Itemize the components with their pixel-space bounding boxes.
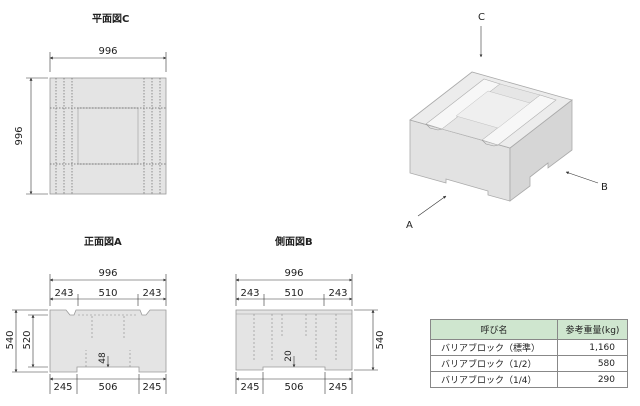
iso-arrow-a [417,195,447,217]
row-weight: 580 [556,355,629,372]
plan-view: 平面図C 996 996 [14,13,167,195]
side-notch-label: 20 [284,350,294,362]
header-name: 呼び名 [430,319,558,340]
front-top-dim-3: 243 [142,288,161,299]
table-row: バリアブロック（1/4） 290 [430,371,629,388]
front-top-dim-1: 243 [54,288,73,299]
iso-label-c: C [478,12,485,23]
row-name: バリアブロック（1/2） [430,355,558,372]
side-top-dim-1: 243 [240,288,259,299]
side-block-outline [235,309,353,371]
side-top-dim-3: 243 [328,288,347,299]
table-header-row: 呼び名 参考重量(kg) [430,319,629,340]
side-total-width-label: 996 [284,268,303,279]
plan-block-outline [49,77,167,195]
isometric-view: C A B [406,12,608,231]
weight-table: 呼び名 参考重量(kg) バリアブロック（標準） 1,160 バリアブロック（1… [430,319,629,388]
iso-arrow-b [565,171,599,184]
front-height-inner-label: 520 [22,330,33,349]
front-view: 正面図A 996 243 510 243 540 520 48 [5,236,167,394]
front-top-dim-2: 510 [98,288,117,299]
front-bottom-dim-3: 245 [142,382,161,393]
front-bottom-dim-2: 506 [98,382,117,393]
side-view-title: 側面図B [274,235,313,248]
iso-side-face [509,99,573,202]
iso-label-b: B [601,182,608,193]
front-notch-label: 48 [98,352,108,364]
plan-depth-label: 996 [14,126,25,145]
side-bottom-dim-2: 506 [284,382,303,393]
row-name: バリアブロック（1/4） [430,371,558,388]
front-bottom-dim-1: 245 [53,382,72,393]
side-height-label: 540 [375,330,386,349]
side-view: 側面図B 996 243 510 243 540 20 [235,235,386,394]
side-top-dim-2: 510 [284,288,303,299]
front-block-outline [49,309,167,373]
front-height-outer-label: 540 [5,330,16,349]
front-view-title: 正面図A [84,236,122,248]
plan-width-label: 996 [98,46,117,57]
table-row: バリアブロック（標準） 1,160 [430,339,629,356]
iso-label-a: A [406,220,413,231]
row-weight: 290 [556,371,629,388]
row-weight: 1,160 [556,339,629,356]
side-bottom-dim-1: 245 [240,382,259,393]
plan-view-title: 平面図C [92,13,129,25]
front-total-width-label: 996 [98,268,117,279]
side-bottom-dim-3: 245 [328,382,347,393]
table-row: バリアブロック（1/2） 580 [430,355,629,372]
header-weight: 参考重量(kg) [556,319,629,340]
row-name: バリアブロック（標準） [430,339,558,356]
